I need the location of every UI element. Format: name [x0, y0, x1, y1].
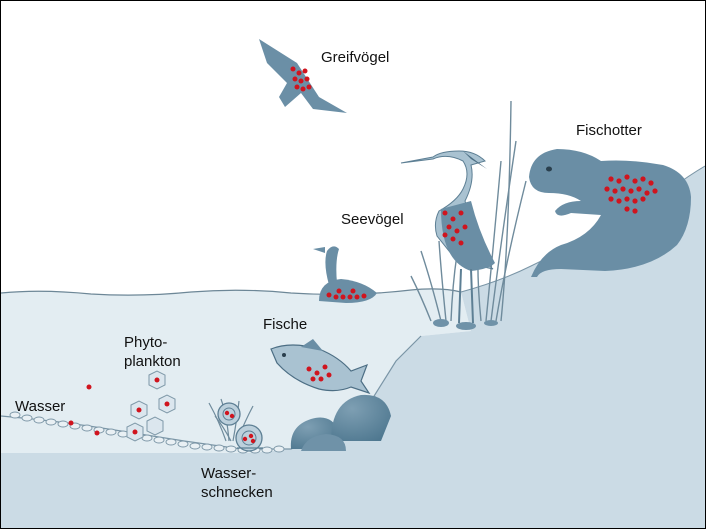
label-schnecken-line2: schnecken: [201, 484, 273, 501]
label-fische: Fische: [263, 316, 307, 333]
label-schnecken-line1: Wasser-: [201, 465, 256, 482]
label-greifvoegel: Greifvögel: [321, 49, 389, 66]
label-phyto-line1: Phyto-: [124, 334, 167, 351]
label-seevoegel: Seevögel: [341, 211, 404, 228]
label-phyto-line2: plankton: [124, 353, 181, 370]
label-wasser: Wasser: [15, 398, 65, 415]
label-fischotter: Fischotter: [576, 122, 642, 139]
